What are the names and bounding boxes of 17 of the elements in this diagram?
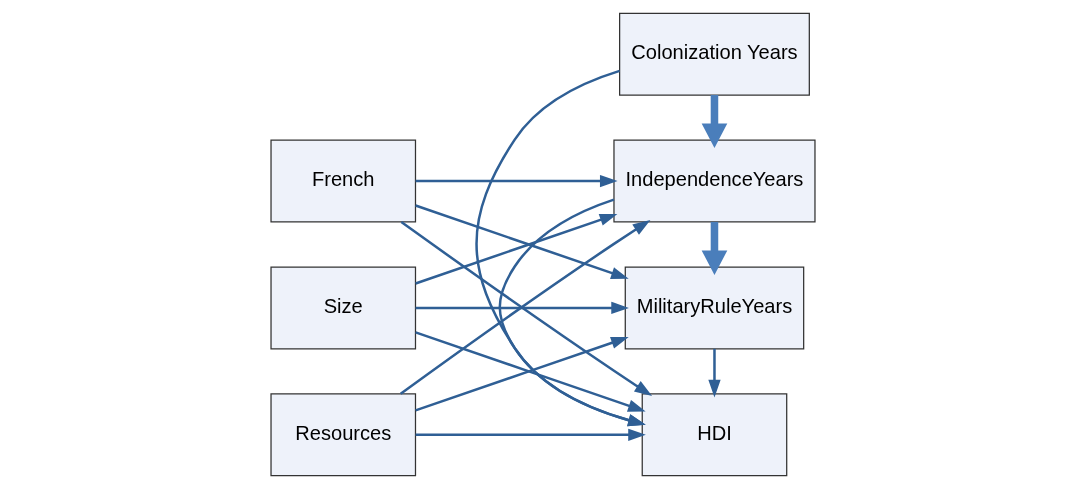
- arrow: [415, 204, 629, 279]
- arrow: [498, 198, 646, 427]
- arrow: [701, 221, 728, 275]
- arrow: [701, 95, 728, 149]
- arrow: [415, 301, 629, 315]
- arrow: [475, 69, 646, 427]
- node-box: HDI: [641, 393, 788, 477]
- arrow: [415, 428, 646, 441]
- node-box: IndependenceYears: [613, 139, 816, 223]
- node-box: MilitaryRuleYears: [624, 266, 805, 350]
- node-box: Colonization Years: [619, 12, 810, 96]
- node-box: Resources: [270, 393, 417, 477]
- arrow: [708, 348, 721, 398]
- arrow: [415, 213, 618, 285]
- node-box: French: [270, 139, 417, 223]
- node-box: Size: [270, 266, 417, 350]
- arrow: [415, 174, 618, 188]
